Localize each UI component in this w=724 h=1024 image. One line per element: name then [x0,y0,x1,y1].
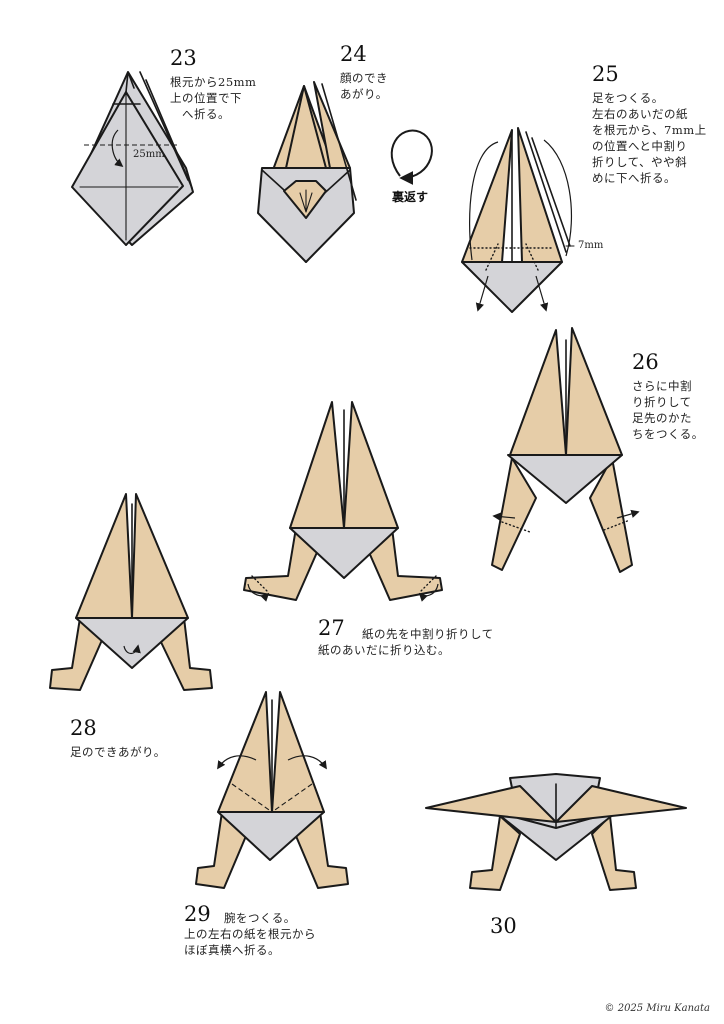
step24-number: 24 [340,42,367,66]
step25-figure [461,127,575,313]
step26-number: 26 [632,350,659,374]
step26-instructions: さらに中割 り折りして 足先のかた ちをつくる。 [632,379,704,441]
copyright-credit: © 2025 Miru Kanata [604,1003,710,1014]
step30-number: 30 [490,914,517,938]
step28-instructions: 足のできあがり。 [70,745,166,759]
step29-instructions: 腕をつくる。 上の左右の紙を根元から ほぼ真横へ折る。 [184,911,316,957]
step27-number: 27 [318,616,345,640]
step23-figure [71,71,194,246]
step24-instructions: 顔のでき あがり。 [340,71,388,101]
step25-measurement: 7mm [578,240,604,251]
step23-measurement: 25mm [133,149,165,160]
step23-instructions: 根元から25mm 上の位置で下 へ折る。 [170,75,257,121]
step29-figure [195,691,349,889]
flip-arrow [390,129,433,185]
step29-number: 29 [184,902,211,926]
step23-number: 23 [170,46,197,70]
step27-figure [243,401,443,602]
step28-number: 28 [70,716,97,740]
step27-instructions: 紙の先を中割り折りして 紙のあいだに折り込む。 [318,627,494,657]
flip-label: 裏返す [392,190,429,204]
step25-number: 25 [592,62,619,86]
step25-instructions: 足をつくる。 左右のあいだの紙 を根元から、7mm上 の位置へと中割り 折りして… [592,91,707,185]
step26-figure [491,327,640,573]
step24-figure [257,81,357,263]
step28-figure [49,493,213,691]
step30-figure [425,773,687,891]
